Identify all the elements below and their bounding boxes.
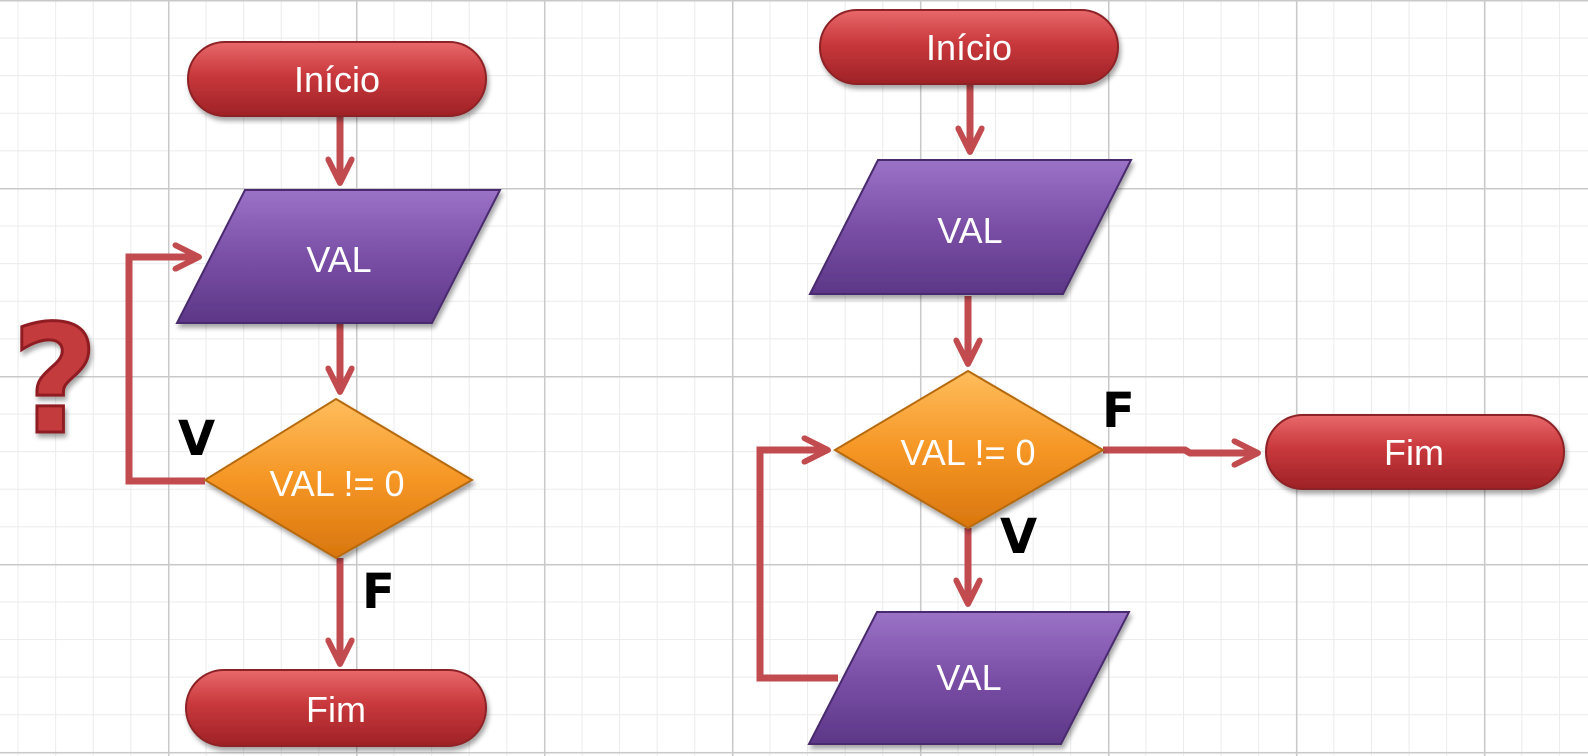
start-label: Início <box>926 27 1012 68</box>
end-label: Fim <box>1384 432 1444 473</box>
end-label: Fim <box>306 689 366 730</box>
input-parallelogram <box>808 159 1133 295</box>
decision-diamond <box>833 369 1105 530</box>
right-flowchart: Início VAL VAL != 0 VAL Fim F V <box>756 9 1565 745</box>
loop-input-label: VAL <box>936 657 1001 698</box>
true-branch-label: V <box>1000 509 1037 565</box>
question-mark-icon: ? <box>11 294 98 468</box>
false-branch-label: F <box>1102 383 1135 439</box>
arrow-loop-back <box>756 435 838 682</box>
input-label: VAL <box>937 210 1002 251</box>
loop-input-parallelogram <box>807 611 1131 745</box>
left-flowchart: Início VAL VAL != 0 Fim V F ? <box>10 41 502 747</box>
false-branch-label: F <box>362 564 395 620</box>
arrow-loop-back <box>125 242 205 485</box>
input-label: VAL <box>306 239 371 280</box>
decision-label: VAL != 0 <box>269 463 404 504</box>
start-terminal <box>819 9 1119 85</box>
arrow-decision-false-to-end <box>1103 438 1261 468</box>
decision-label: VAL != 0 <box>900 432 1035 473</box>
end-terminal <box>185 669 487 747</box>
start-label: Início <box>294 59 380 100</box>
decision-diamond <box>203 397 474 560</box>
start-terminal <box>187 41 487 117</box>
input-parallelogram <box>175 189 502 324</box>
end-terminal <box>1265 414 1565 490</box>
true-branch-label: V <box>178 411 215 467</box>
